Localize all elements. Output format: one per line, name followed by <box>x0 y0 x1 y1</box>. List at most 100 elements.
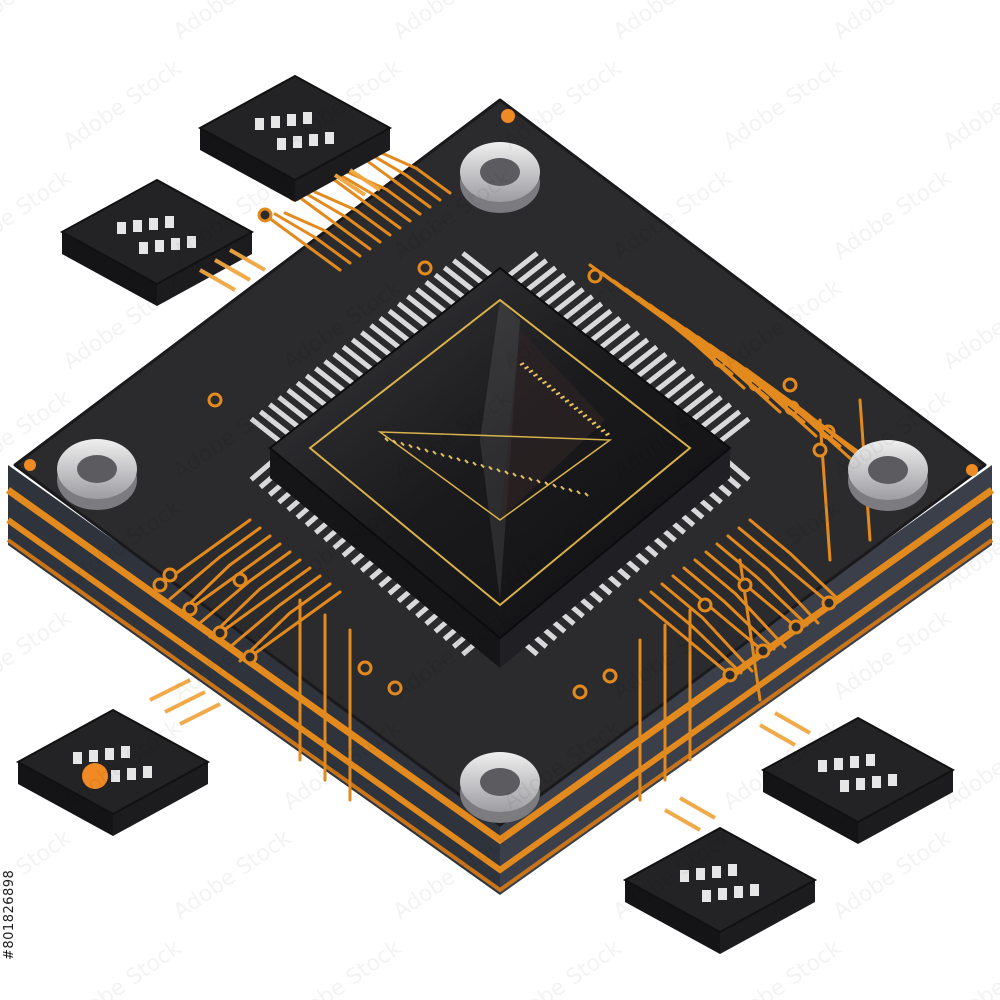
module-contact <box>840 780 849 792</box>
chip-pin-top-right <box>572 301 604 328</box>
module-contact <box>105 748 114 760</box>
trace-via <box>242 649 258 665</box>
trace-via <box>417 260 433 276</box>
trace-via <box>162 567 178 583</box>
die-contact <box>533 373 538 377</box>
module-contact <box>121 746 130 758</box>
trace-line <box>198 550 292 625</box>
watermark-text: Adobe Stock <box>279 935 406 1000</box>
module-indicator-dot <box>82 763 108 789</box>
chip-top <box>268 266 732 640</box>
die-contact <box>432 450 437 455</box>
module-contact <box>165 216 174 228</box>
memory-module-bottom <box>622 826 818 954</box>
chip-pin-top-right <box>618 337 650 364</box>
trace-line <box>373 148 452 195</box>
module-contact <box>277 138 286 150</box>
die-contact <box>480 463 485 469</box>
module-contact <box>149 218 158 230</box>
watermark-text: Adobe Stock <box>939 275 1000 374</box>
trace-via <box>232 572 248 588</box>
trace-line <box>693 558 787 649</box>
module-contact <box>325 132 334 144</box>
mount-hole-left <box>57 439 137 510</box>
chip-pin-top-left <box>249 416 281 443</box>
die-contact <box>591 421 597 426</box>
die-contact <box>472 461 477 466</box>
watermark-text: Adobe Stock <box>939 55 1000 154</box>
watermark-text: Adobe Stock <box>59 935 186 1000</box>
die-contact <box>488 465 493 471</box>
chip-glass-highlight <box>480 300 520 600</box>
chip-pin-top-right <box>627 344 659 371</box>
watermark-text: Adobe Stock <box>719 935 846 1000</box>
die-contact <box>582 413 588 418</box>
module-contact <box>850 756 859 768</box>
chip-pin-top-right <box>645 359 677 386</box>
module-contact <box>143 766 152 778</box>
die-contact <box>584 492 589 497</box>
mount-hole-right <box>848 440 928 511</box>
module-contact <box>139 242 148 254</box>
die-contact <box>448 454 453 460</box>
trace-line <box>293 192 372 251</box>
module-contact <box>133 220 142 232</box>
chip-pin-top-left <box>304 373 336 400</box>
die-contact <box>596 425 601 429</box>
module-contact <box>888 774 897 786</box>
trace-line <box>208 558 302 639</box>
die-contact <box>573 406 579 411</box>
module-contact <box>718 888 727 900</box>
chip-pin-top-left <box>378 316 410 342</box>
module-contact <box>127 768 136 780</box>
module-contact <box>866 754 875 766</box>
watermark-text: Adobe Stock <box>719 55 846 154</box>
chip-pin-top-left <box>323 359 355 386</box>
trace-line <box>218 566 312 635</box>
die-contact <box>408 443 413 449</box>
trace-line <box>715 542 809 627</box>
die-contact <box>496 468 501 473</box>
trace-via <box>782 377 798 393</box>
chip-pin-top-left <box>341 344 373 371</box>
chip-pin-top-right <box>535 272 567 299</box>
trace-via <box>755 643 771 659</box>
chip-pin-top-left <box>406 294 438 321</box>
mounting-holes <box>57 142 928 823</box>
trace-line <box>178 534 272 615</box>
corner-dot-left <box>24 459 36 471</box>
trace-line <box>333 170 412 223</box>
chip-pin-top-left <box>277 395 309 422</box>
module-contact <box>117 222 126 234</box>
watermark-text: Adobe Stock <box>59 55 186 154</box>
trace-via <box>357 660 373 676</box>
module-contact <box>728 864 737 876</box>
watermark-text: Adobe Stock <box>829 825 956 924</box>
module-contact <box>303 112 312 124</box>
trace-line <box>671 574 765 653</box>
die-contact <box>546 384 552 389</box>
die-contact <box>569 402 574 407</box>
module-contact <box>834 758 843 770</box>
watermark-text: Adobe Stock <box>939 715 1000 814</box>
module-contact <box>255 118 264 130</box>
module-contact <box>750 884 759 896</box>
stock-id-label: #801826898 <box>2 869 17 960</box>
trace-line <box>737 526 831 605</box>
module-contact <box>818 760 827 772</box>
trace-line <box>168 526 262 601</box>
module-contact <box>155 240 164 252</box>
trace-line <box>660 582 754 673</box>
module-contact <box>702 890 711 902</box>
chip-pin-top-right <box>507 251 539 278</box>
chip-pin-top-right <box>599 323 631 350</box>
die-contact <box>578 410 583 414</box>
die-contact <box>544 481 549 486</box>
trace-line <box>323 171 402 230</box>
mount-hole-bottom <box>460 752 540 823</box>
chip-gold-outline <box>308 298 692 607</box>
processor-chip <box>268 266 732 668</box>
memory-modules <box>15 74 956 954</box>
die-contact <box>568 487 573 493</box>
watermark-text: Adobe Stock <box>499 935 626 1000</box>
